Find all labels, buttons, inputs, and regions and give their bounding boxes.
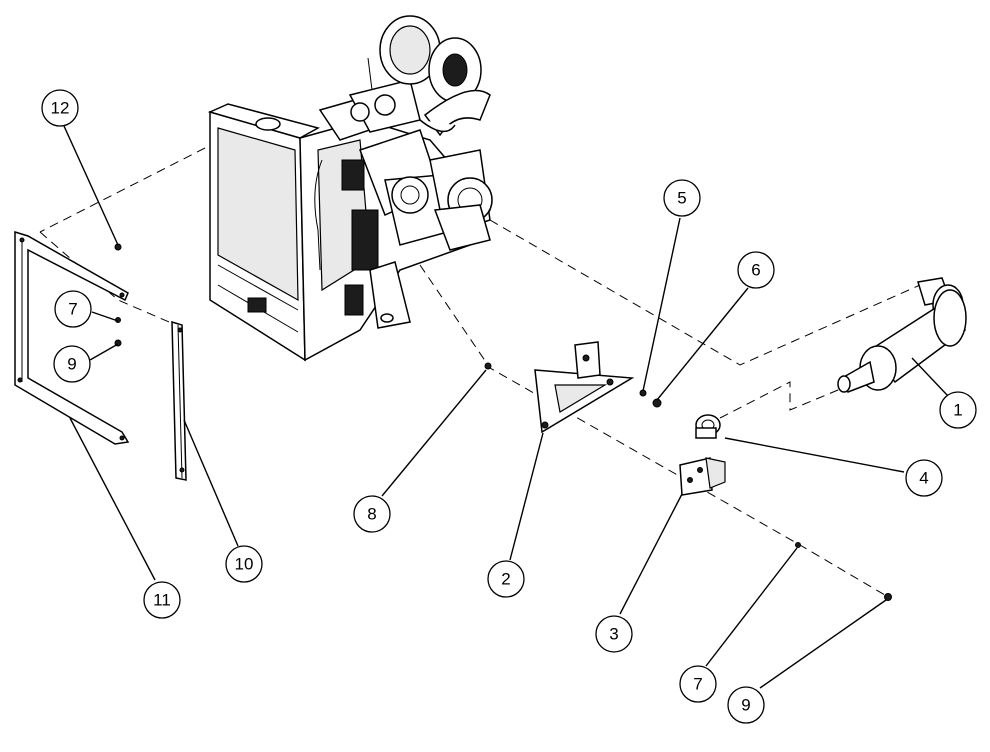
vertical-bracket-part xyxy=(171,320,187,481)
callout-label: 12 xyxy=(51,99,70,118)
callout-label: 9 xyxy=(67,355,76,374)
hardware-parts xyxy=(114,243,892,601)
assembly-lines xyxy=(39,147,921,599)
clamp-part xyxy=(695,414,721,439)
callout-12: 12 xyxy=(41,89,79,127)
callout-7-right: 7 xyxy=(679,665,717,703)
callout-5: 5 xyxy=(663,179,701,217)
callout-label: 8 xyxy=(367,505,376,524)
callout-label: 7 xyxy=(693,675,702,694)
callout-label: 7 xyxy=(68,300,77,319)
callout-label: 9 xyxy=(741,696,750,715)
engine-assembly xyxy=(207,15,493,362)
callout-7-left: 7 xyxy=(54,290,92,328)
callout-6: 6 xyxy=(737,251,775,289)
callout-4: 4 xyxy=(905,459,943,497)
callout-label: 4 xyxy=(919,469,928,488)
callout-2: 2 xyxy=(487,560,525,598)
callout-label: 10 xyxy=(235,555,254,574)
leader-lines xyxy=(63,125,949,689)
callout-label: 11 xyxy=(153,591,171,610)
callout-label: 2 xyxy=(501,570,510,589)
callout-label: 5 xyxy=(677,189,686,208)
mount-bracket-part xyxy=(679,457,726,496)
callout-label: 1 xyxy=(953,401,962,420)
frame-bracket-part xyxy=(14,230,130,445)
callout-1: 1 xyxy=(939,391,977,429)
callout-label: 6 xyxy=(751,261,760,280)
callout-9-left: 9 xyxy=(53,345,91,383)
callout-label: 3 xyxy=(609,625,618,644)
callout-3: 3 xyxy=(595,615,633,653)
callout-8: 8 xyxy=(353,495,391,533)
callout-11: 11 xyxy=(143,581,181,619)
triangular-bracket-part xyxy=(534,341,635,434)
muffler-part xyxy=(837,277,967,393)
callout-9-right: 9 xyxy=(727,686,765,724)
callouts: 1 2 3 4 5 6 7 7 xyxy=(41,89,977,724)
callout-10: 10 xyxy=(225,545,263,583)
